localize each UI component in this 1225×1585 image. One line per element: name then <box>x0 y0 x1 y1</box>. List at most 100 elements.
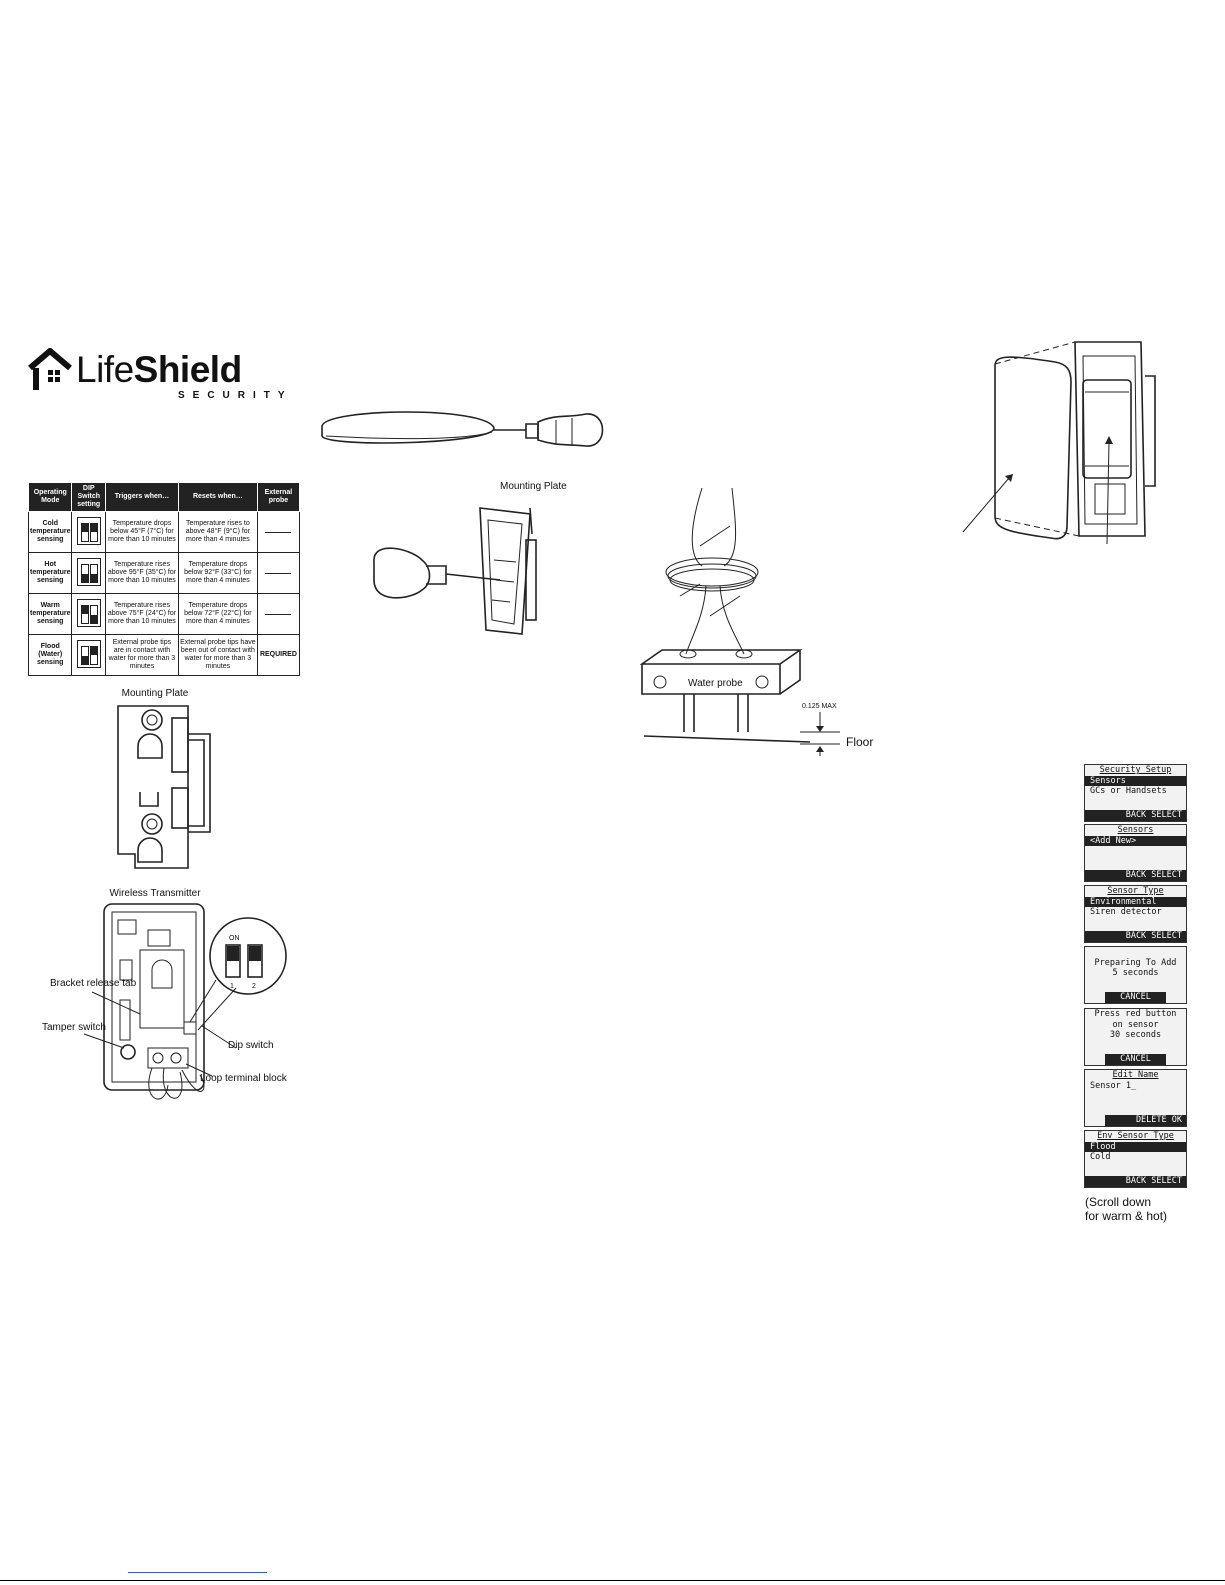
footer-divider <box>0 1580 1225 1581</box>
not-required-dash <box>265 614 292 615</box>
table-header: DIP Switch setting <box>71 482 107 512</box>
table-header: External probe <box>256 482 301 512</box>
brand-tagline: SECURITY <box>178 390 293 401</box>
lcd-title: Sensor Type <box>1107 886 1164 896</box>
lcd-softkey-bar[interactable]: BACK SELECT <box>1085 1176 1186 1187</box>
cover-battery-drawing <box>962 341 1156 545</box>
wireless-transmitter-title: Wireless Transmitter <box>109 888 201 899</box>
lcd-title: Security Setup <box>1099 765 1172 775</box>
not-required-dash <box>265 573 292 574</box>
probe-cell: REQUIRED <box>256 634 301 676</box>
operating-mode-table: Operating Mode DIP Switch setting Trigge… <box>27 482 301 676</box>
mode-cell: Warm temperature sensing <box>27 593 73 635</box>
lcd-softkey-bar[interactable]: CANCEL <box>1105 1054 1166 1065</box>
lcd-screen: Sensors<Add New>BACK SELECT <box>1084 824 1187 882</box>
dip-toggle <box>89 522 98 542</box>
dip-setting-cell <box>71 593 107 635</box>
floor-label: Floor <box>846 735 873 749</box>
dip-switch-icon <box>76 639 101 668</box>
lcd-softkey-bar[interactable]: BACK SELECT <box>1085 931 1186 942</box>
lcd-line: Siren detector <box>1090 907 1162 917</box>
label-tamper-switch: Tamper switch <box>42 1022 106 1033</box>
reset-cell: Temperature drops below 72°F (22°C) for … <box>177 593 258 635</box>
mode-cell: Hot temperature sensing <box>27 552 73 594</box>
scroll-note-line: for warm & hot) <box>1085 1209 1168 1223</box>
lcd-spacer <box>1085 947 1186 958</box>
lifeshield-logo: LifeShield SECURITY <box>26 346 285 406</box>
lcd-line: Cold <box>1090 1152 1111 1162</box>
trigger-cell: Temperature drops below 45°F (7°C) for m… <box>105 511 179 553</box>
scroll-note-line: (Scroll down <box>1085 1195 1152 1209</box>
dip-toggle <box>89 563 98 583</box>
lcd-softkey-bar[interactable]: CANCEL <box>1105 992 1166 1003</box>
lcd-line: 30 seconds <box>1109 1030 1162 1040</box>
dip-number-1: 1 <box>230 983 234 990</box>
wireless-transmitter-drawing: ON 1 2 <box>83 903 287 1100</box>
mode-cell: Cold temperature sensing <box>27 511 73 553</box>
lcd-line: Flood <box>1085 1141 1186 1152</box>
lcd-title: Edit Name <box>1112 1070 1159 1080</box>
water-probe-label: Water probe <box>688 678 743 689</box>
reset-cell: External probe tips have been out of con… <box>177 634 258 676</box>
table-row: Flood (Water) sensing External probe tips… <box>27 634 301 676</box>
water-probe-drawing: Water probe 0.125 MAX Floor <box>640 487 873 756</box>
house-logo-icon <box>28 348 72 390</box>
lcd-softkey-bar[interactable]: DELETE OK <box>1105 1115 1186 1126</box>
lcd-line: Environmental <box>1085 896 1186 907</box>
lcd-softkey-bar[interactable]: BACK SELECT <box>1085 870 1186 881</box>
lcd-title: Env Sensor Type <box>1097 1131 1174 1141</box>
dip-setting-cell <box>71 511 107 553</box>
reset-cell: Temperature drops below 92°F (33°C) for … <box>177 552 258 594</box>
table-header: Resets when… <box>177 482 258 512</box>
lcd-line: Sensor 1_ <box>1090 1080 1137 1091</box>
dip-toggle <box>80 604 89 624</box>
lcd-title: Sensors <box>1117 825 1154 835</box>
trigger-cell: Temperature rises above 95°F (35°C) for … <box>105 552 179 594</box>
label-loop-terminal: Loop terminal block <box>200 1073 287 1084</box>
table-row: Hot temperature sensing Temperature rises… <box>27 552 301 594</box>
dip-switch-icon <box>76 598 101 627</box>
probe-cell <box>256 593 301 635</box>
reset-cell: Temperature rises to above 48°F (9°C) fo… <box>177 511 258 553</box>
brand-name-bold: Shield <box>133 349 243 390</box>
brand-name: LifeShield <box>76 350 242 390</box>
table-header-row: Operating Mode DIP Switch setting Trigge… <box>27 482 301 512</box>
table-header: Operating Mode <box>27 482 73 512</box>
dip-toggle <box>80 522 89 542</box>
dip-toggle <box>80 563 89 583</box>
mounting-plate-drawing <box>117 705 211 869</box>
dip-switch-icon <box>76 516 101 545</box>
not-required-dash <box>265 532 292 533</box>
scroll-note: (Scroll down for warm & hot) <box>1085 1195 1167 1223</box>
mounting-plate-title: Mounting Plate <box>121 688 189 699</box>
lcd-line: Preparing To Add <box>1094 957 1177 968</box>
lcd-line: Sensors <box>1085 775 1186 786</box>
label-mounting-plate: Mounting Plate <box>500 481 567 492</box>
lcd-softkey-bar[interactable]: BACK SELECT <box>1085 810 1186 821</box>
label-bracket-release: Bracket release tab <box>50 978 137 989</box>
label-dip-switch: Dip switch <box>228 1040 274 1051</box>
dip-switch-icon <box>76 557 101 586</box>
dip-number-2: 2 <box>252 983 256 990</box>
footer-link-underline[interactable] <box>128 1572 267 1573</box>
dip-toggle <box>89 645 98 665</box>
probe-cell <box>256 511 301 553</box>
probe-cell <box>256 552 301 594</box>
dip-setting-cell <box>71 634 107 676</box>
lcd-line: GCs or Handsets <box>1090 786 1167 796</box>
lcd-line: Press red button <box>1094 1009 1177 1019</box>
dip-on-label: ON <box>229 935 240 942</box>
lcd-line: on sensor <box>1112 1019 1159 1030</box>
mode-cell: Flood (Water) sensing <box>27 634 73 676</box>
trigger-cell: External probe tips are in contact with … <box>105 634 179 676</box>
brand-name-light: Life <box>76 349 134 390</box>
lcd-line: 5 seconds <box>1112 968 1159 978</box>
dip-toggle <box>80 645 89 665</box>
